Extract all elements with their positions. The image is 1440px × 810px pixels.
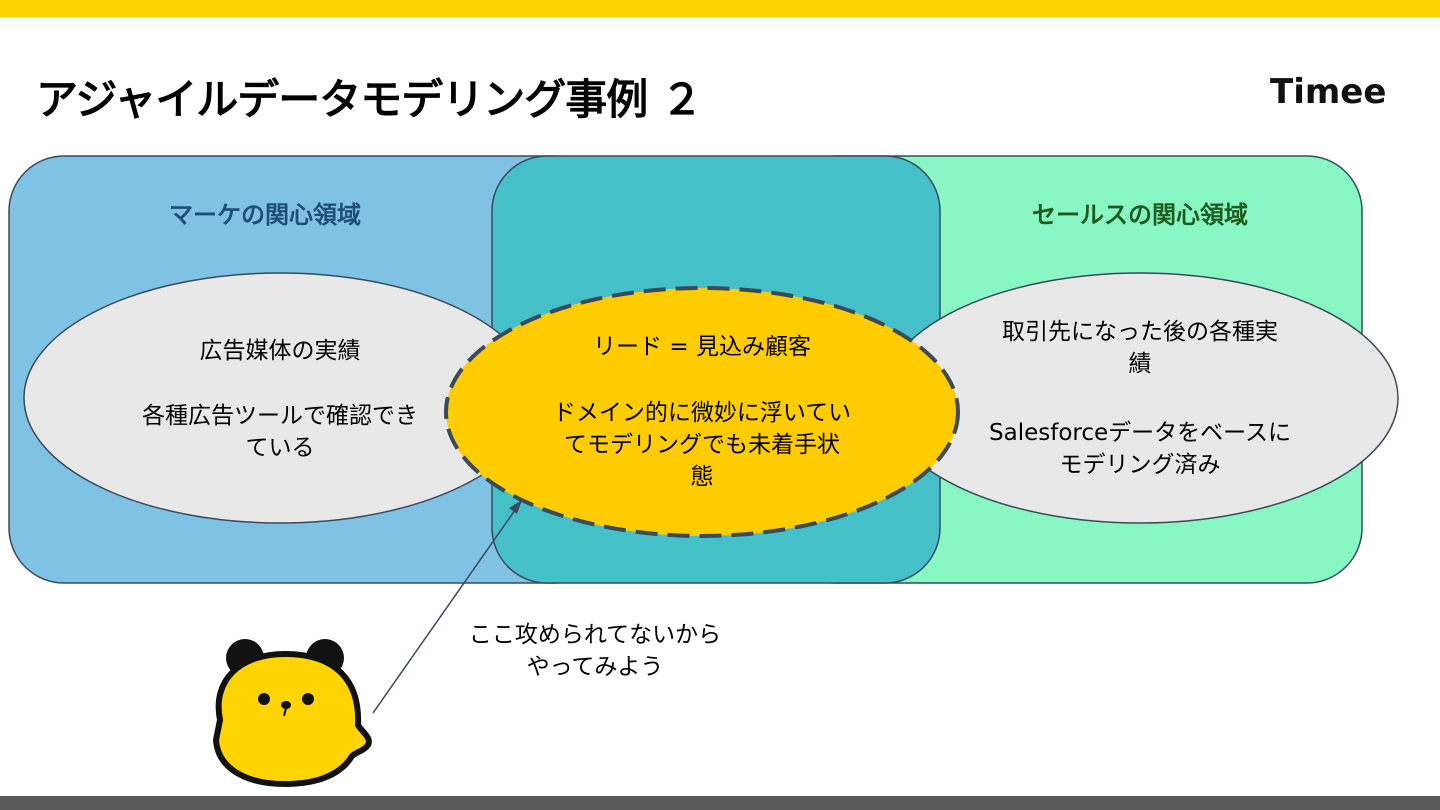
marketing-ellipse-line2: 各種広告ツールで確認でき bbox=[142, 403, 418, 429]
timee-logo: Timee bbox=[1270, 72, 1387, 112]
sales-ellipse-line3: Salesforceデータをベースに bbox=[989, 420, 1291, 446]
bottom-bar bbox=[0, 796, 1440, 810]
slide-title: アジャイルデータモデリング事例 ２ bbox=[36, 75, 703, 124]
mascot-character-icon bbox=[212, 639, 372, 788]
sales-ellipse bbox=[881, 272, 1399, 524]
lead-desc-line1: ドメイン的に微妙に浮いてい bbox=[552, 400, 852, 426]
callout-line1: ここ攻められてないから bbox=[468, 622, 722, 648]
lead-desc-line3: 態 bbox=[690, 464, 714, 490]
marketing-ellipse-line3: ている bbox=[245, 435, 315, 461]
callout-arrow bbox=[372, 502, 521, 714]
sales-ellipse-line4: モデリング済み bbox=[1059, 452, 1221, 478]
lead-desc-line2: てモデリングでも未着手状 bbox=[564, 432, 840, 458]
sales-ellipse-line2: 績 bbox=[1128, 351, 1152, 377]
sales-heading: セールスの関心領域 bbox=[1032, 201, 1248, 229]
callout-arrowhead bbox=[509, 500, 522, 514]
callout-line2: やってみよう bbox=[526, 654, 664, 680]
marketing-heading: マーケの関心領域 bbox=[169, 201, 361, 229]
sales-ellipse-line1: 取引先になった後の各種実 bbox=[1002, 319, 1278, 345]
marketing-ellipse-line1: 広告媒体の実績 bbox=[199, 338, 361, 364]
lead-ellipse bbox=[444, 286, 960, 538]
top-accent-bar bbox=[0, 0, 1440, 17]
lead-title: リード = 見込み顧客 bbox=[593, 334, 811, 360]
